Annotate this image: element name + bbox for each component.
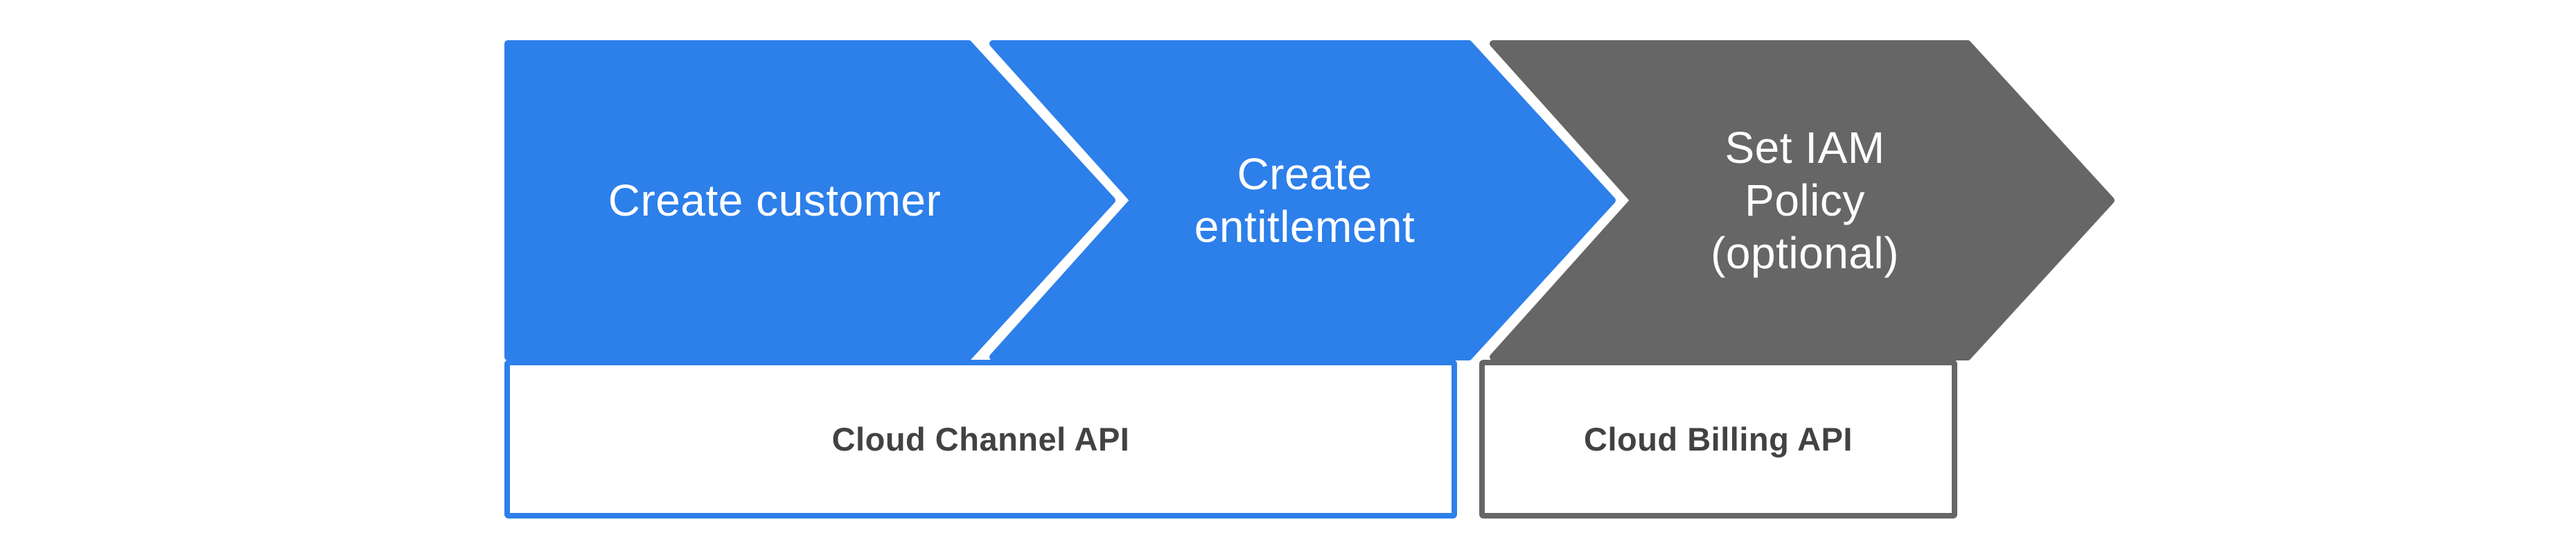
cloud-billing-api-label: Cloud Billing API — [1584, 421, 1853, 458]
create-entitlement-arrow-label: Create entitlement — [1059, 40, 1551, 360]
set-iam-policy-label-line-3: (optional) — [1711, 228, 1899, 278]
cloud-channel-api-label: Cloud Channel API — [831, 421, 1130, 458]
set-iam-policy-arrow-shape — [1490, 40, 2115, 360]
create-customer-arrow-label: Create customer — [504, 40, 1045, 360]
set-iam-policy-arrow-label: Set IAM Policy (optional) — [1559, 40, 2051, 360]
create-entitlement-arrow-shape — [989, 40, 1616, 360]
create-customer-arrow-shape — [504, 40, 1115, 360]
create-entitlement-label-line-2: entitlement — [1194, 202, 1415, 252]
cloud-billing-api-box: Cloud Billing API — [1479, 360, 1957, 518]
set-iam-policy-label-line-1: Set IAM — [1724, 123, 1885, 173]
create-entitlement-label-line-1: Create — [1237, 149, 1373, 199]
create-customer-label-line: Create customer — [608, 175, 942, 225]
set-iam-policy-label-line-2: Policy — [1745, 175, 1865, 225]
cloud-channel-api-box: Cloud Channel API — [504, 360, 1457, 518]
